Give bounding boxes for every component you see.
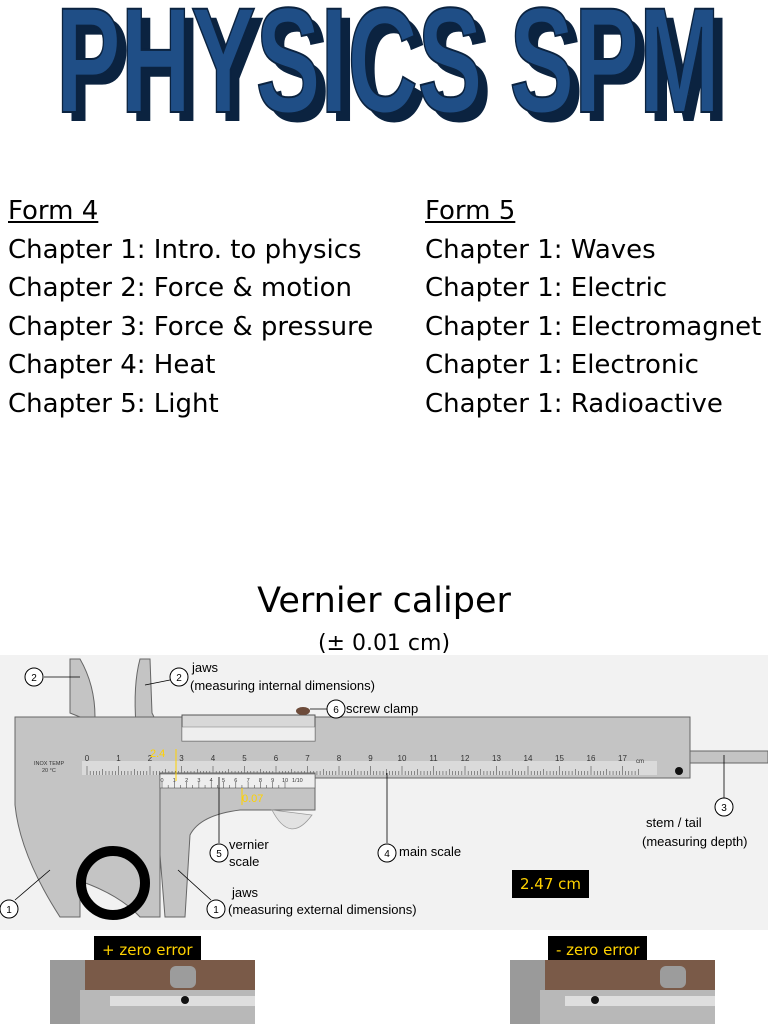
main-scale-number: 8: [337, 754, 342, 763]
main-scale-number: 2: [148, 754, 153, 763]
title-banner: PHYSICS SPM PHYSICS SPM: [55, 0, 729, 134]
vernier-scale-number: 8: [259, 778, 262, 784]
main-scale-number: 0: [85, 754, 90, 763]
form4-chapter: Chapter 2: Force & motion: [8, 273, 352, 303]
form4-chapter: Chapter 5: Light: [8, 388, 219, 419]
vernier-title: Vernier caliper: [257, 581, 511, 621]
main-scale-unit: cm: [636, 759, 644, 765]
vernier-scale-number: 4: [210, 778, 213, 784]
result-badge: 2.47 cm: [512, 870, 590, 898]
marker-6: 6: [333, 705, 339, 716]
marker-1-right: 1: [213, 905, 219, 916]
leader-lines: [14, 676, 725, 901]
form4-column: Form 4 Chapter 1: Intro. to physics Chap…: [8, 192, 373, 423]
vernier-scale-numbers: 0 1 2 3 4 5 6 7 8 9 10: [160, 778, 288, 784]
reading-vernier: 0.07: [242, 793, 263, 805]
main-scale-number: 13: [492, 754, 501, 763]
main-scale-number: 10: [398, 754, 407, 763]
vernier-scale-number: 10: [282, 778, 288, 784]
vernier-scale-number: 9: [271, 778, 274, 784]
vernier-fraction: 1/10: [292, 778, 303, 784]
label-jaws-external: jaws: [231, 885, 259, 900]
form5-chapter: Chapter 1: Electronic: [425, 350, 699, 380]
form5-chapter: Chapter 1: Electromagnet: [425, 311, 762, 342]
label-screw-clamp: screw clamp: [346, 701, 418, 716]
vernier-scale-number: 7: [247, 778, 250, 784]
label-stem: stem / tail: [646, 815, 702, 830]
main-scale-number: 4: [211, 754, 216, 763]
measured-ring: [76, 846, 150, 920]
negative-zero-error-label: - zero error: [548, 936, 648, 964]
main-scale-number: 17: [618, 754, 627, 763]
label-main-scale: main scale: [399, 844, 461, 859]
label-jaws-internal-desc: (measuring internal dimensions): [190, 678, 375, 693]
vernier-scale-number: 3: [197, 778, 200, 784]
reading-main: 2.4: [150, 748, 165, 760]
main-scale-number: 1: [116, 754, 121, 763]
main-scale-number: 9: [368, 754, 373, 763]
main-scale-number: 6: [274, 754, 279, 763]
marker-4: 4: [384, 849, 390, 860]
label-vernier-scale: scale: [229, 854, 259, 869]
main-scale-number: 11: [429, 754, 438, 763]
vernier-scale-number: 6: [234, 778, 237, 784]
marker-5: 5: [216, 849, 222, 860]
main-scale-number: 15: [555, 754, 564, 763]
main-scale-number: 5: [242, 754, 247, 763]
main-scale-number: 3: [179, 754, 184, 763]
form5-chapter: Chapter 1: Electric: [425, 273, 668, 303]
inox-sub: 20 °C: [42, 768, 56, 774]
main-scale-number: 7: [305, 754, 310, 763]
negative-zero-error-photo: [510, 960, 715, 1024]
vernier-scale-number: 0: [160, 778, 163, 784]
form5-column: Form 5 Chapter 1: Waves Chapter 1: Elect…: [425, 192, 761, 423]
label-stem-desc: (measuring depth): [642, 834, 748, 849]
marker-3: 3: [721, 803, 727, 814]
beam-hole: [675, 767, 683, 775]
form5-chapter: Chapter 1: Radioactive: [425, 388, 723, 419]
screw-clamp-knob: [296, 707, 310, 715]
sliding-jaw: [159, 772, 316, 918]
label-jaws-external-desc: (measuring external dimensions): [228, 902, 417, 917]
vernier-scale-number: 5: [222, 778, 225, 784]
thumb-wheel: [271, 809, 313, 830]
inox-label: INOX TEMP: [34, 761, 64, 767]
label-vernier: vernier: [229, 837, 269, 852]
page-title-shadow: PHYSICS SPM: [56, 0, 720, 134]
form5-chapter: Chapter 1: Waves: [425, 234, 656, 265]
form4-chapter: Chapter 4: Heat: [8, 350, 216, 380]
vernier-scale-ticks: [161, 782, 286, 788]
stem: [689, 750, 768, 764]
main-scale-number: 12: [461, 754, 470, 763]
form5-heading: Form 5: [425, 196, 516, 226]
form4-heading: Form 4: [8, 196, 99, 226]
marker-2-left: 2: [31, 673, 37, 684]
main-scale-number: 16: [587, 754, 596, 763]
label-jaws-internal: jaws: [191, 660, 219, 675]
form4-chapter: Chapter 1: Intro. to physics: [8, 234, 362, 265]
positive-zero-error-photo: [50, 960, 255, 1024]
marker-circles: [0, 667, 734, 919]
positive-zero-error-label: + zero error: [94, 936, 201, 964]
vernier-scale-number: 1: [173, 778, 176, 784]
marker-1-left: 1: [6, 905, 12, 916]
page-title: PHYSICS SPM: [65, 0, 729, 134]
form4-chapter: Chapter 3: Force & pressure: [8, 311, 374, 342]
marker-2-right: 2: [176, 673, 182, 684]
vernier-precision: (± 0.01 cm): [317, 631, 451, 656]
vernier-scale-number: 2: [185, 778, 188, 784]
main-scale-number: 14: [524, 754, 533, 763]
slider-window: [181, 726, 316, 742]
